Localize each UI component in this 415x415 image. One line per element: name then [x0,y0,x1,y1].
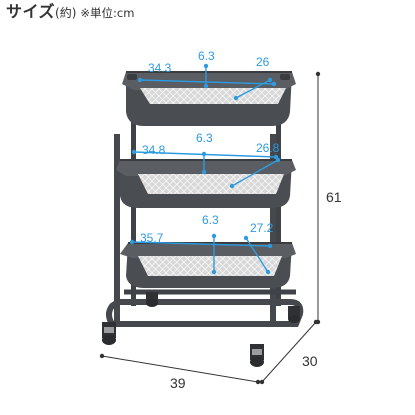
shelf-bottom [120,242,296,288]
shelf1-width-label: 34.3 [148,61,172,75]
unit-note: ※単位:cm [80,6,135,20]
outer-dimension-labels: 61 39 30 [170,189,342,391]
shelf2-height-label: 6.3 [196,131,213,145]
shelf1-depth-line [235,79,271,99]
overall-height-label: 61 [326,189,342,205]
overall-width-label: 39 [170,375,186,391]
caster-front-right [250,344,264,367]
shelf2-depth-label: 26.8 [256,141,280,155]
caster-front-left [102,322,116,345]
inner-dimension-labels: 34.3 6.3 26 34.8 6.3 26.8 35.7 6.3 27.2 [140,49,280,245]
outer-dimension-lines [99,71,321,385]
shelf3-height-label: 6.3 [202,213,219,227]
overall-depth-label: 30 [302,353,318,369]
base-frame [106,299,304,327]
width-line [101,355,259,383]
shelf1-height-label: 6.3 [198,49,215,63]
shelf1-depth-label: 26 [256,55,270,69]
shelf1-width-line [139,79,275,85]
depth-line [261,321,317,383]
shelf2-depth-line [231,159,279,187]
shelf3-depth-label: 27.2 [250,221,274,235]
shelf3-width-label: 35.7 [140,231,164,245]
inner-dimension-lines [129,63,281,275]
front-right-post [270,134,276,324]
shelf3-width-line [131,241,271,247]
shelf2-width-label: 34.8 [142,143,166,157]
cart-illustration [102,71,304,367]
shelf3-depth-line [245,237,269,273]
shelf-top [122,71,296,126]
approx-label: (約) [55,6,77,20]
caster-rear-right [288,306,300,323]
front-left-post [114,134,120,324]
caster-rear-left [146,292,158,307]
size-heading: サイズ(約)※単位:cm [6,4,134,20]
shelf-middle [116,159,296,208]
size-title: サイズ [6,2,56,21]
